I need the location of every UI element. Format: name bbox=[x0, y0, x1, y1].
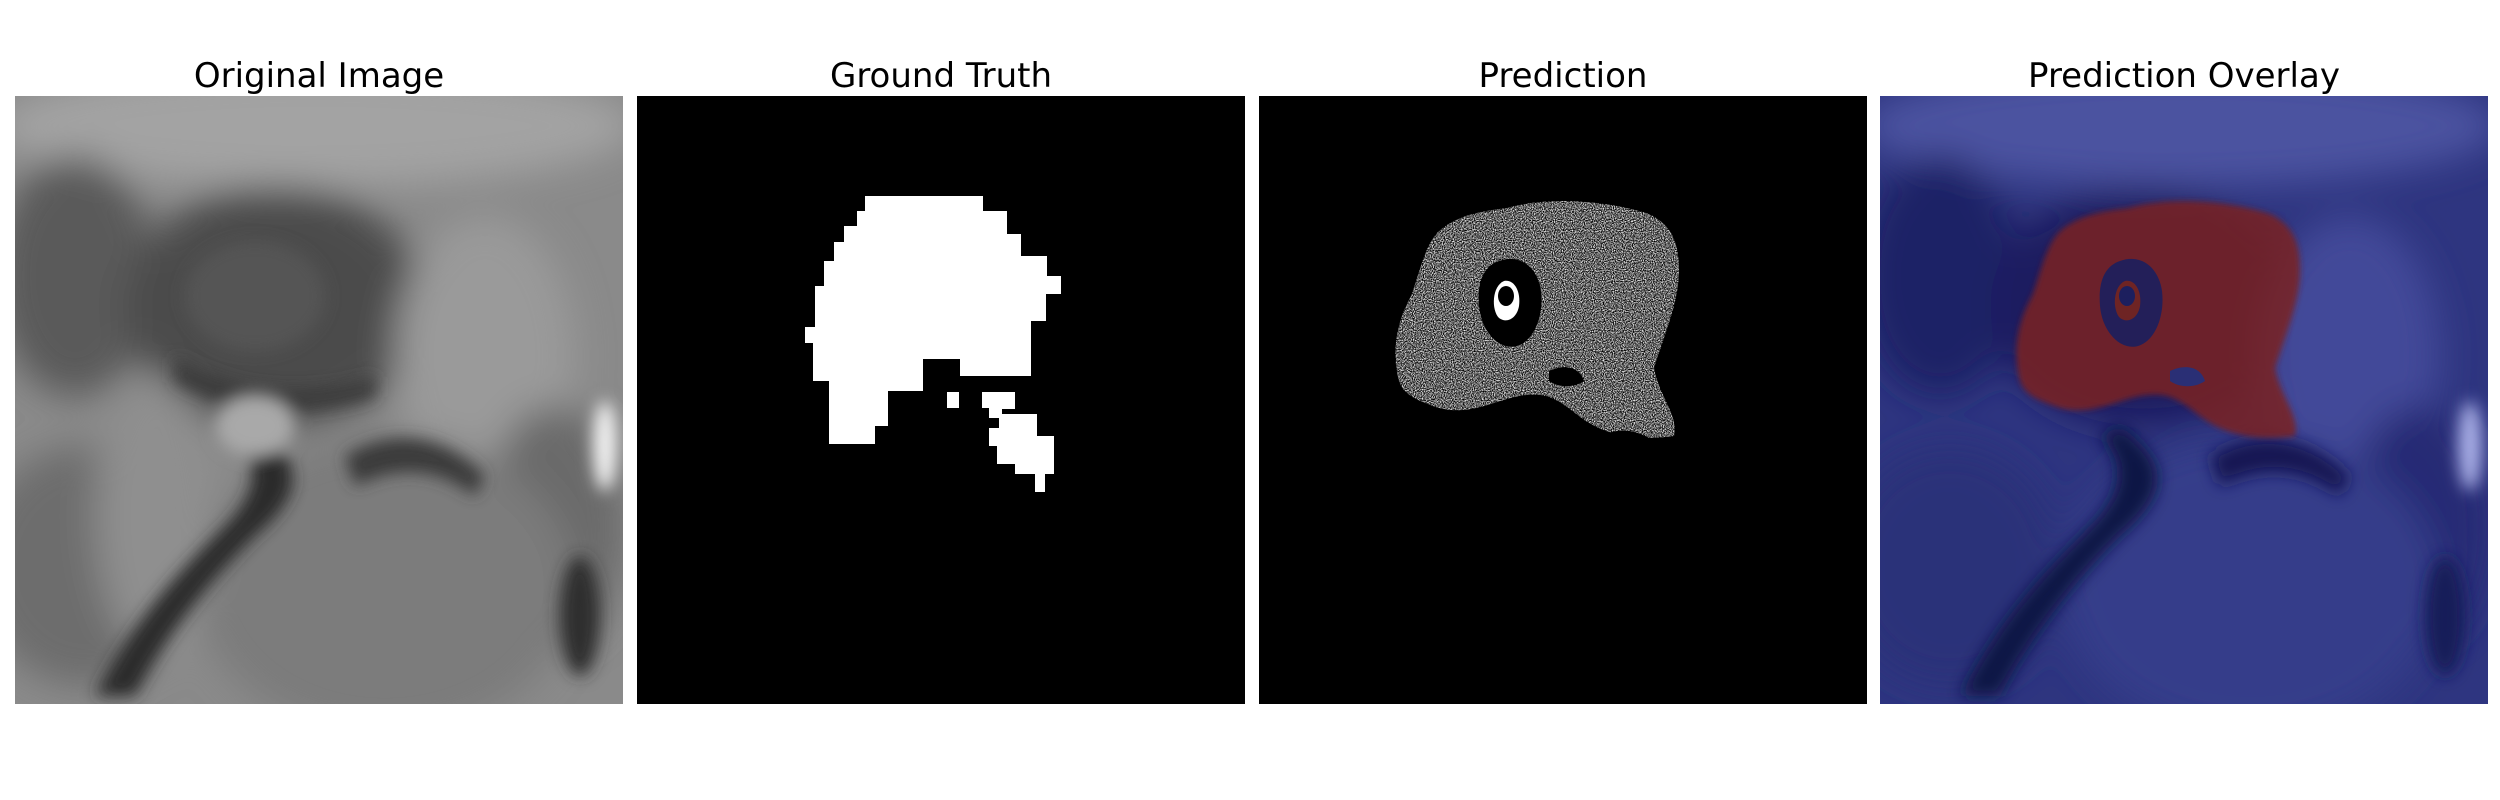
panel-title: Prediction bbox=[1478, 56, 1648, 96]
prediction-overlay-image bbox=[1880, 96, 2488, 704]
panel-title: Ground Truth bbox=[829, 56, 1053, 96]
panel-prediction-overlay: Prediction Overlay bbox=[1880, 0, 2488, 800]
mri-original-image bbox=[15, 96, 623, 704]
prediction-mask bbox=[1259, 96, 1867, 704]
panel-prediction: Prediction bbox=[1259, 0, 1867, 800]
ground-truth-mask bbox=[637, 96, 1245, 704]
panel-original-image: Original Image bbox=[15, 0, 623, 800]
panel-title: Prediction Overlay bbox=[2028, 56, 2340, 96]
panel-ground-truth: Ground Truth bbox=[637, 0, 1245, 800]
panel-title: Original Image bbox=[193, 56, 445, 96]
